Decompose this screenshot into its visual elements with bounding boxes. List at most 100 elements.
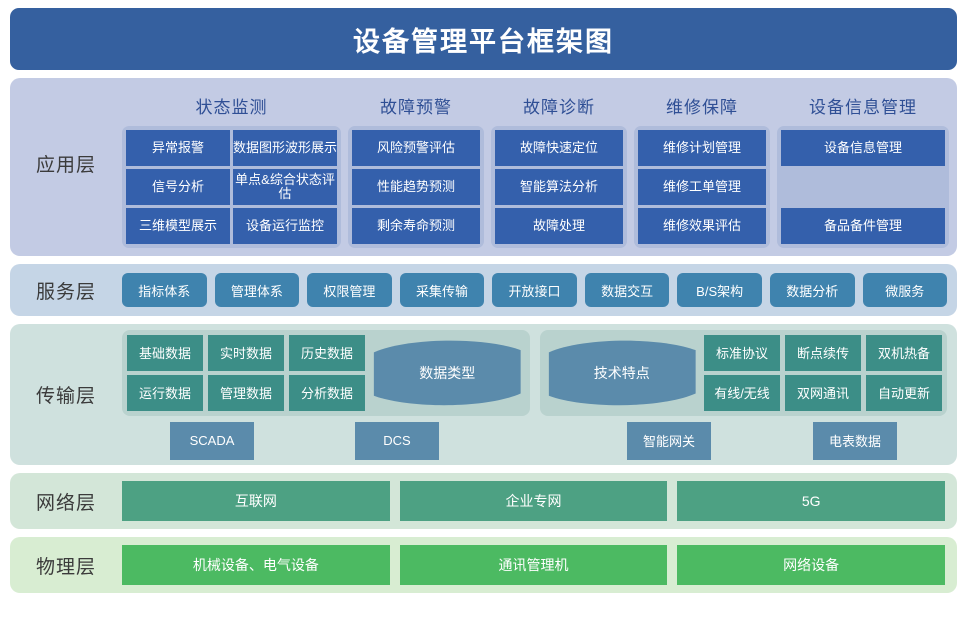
service-item[interactable]: 数据分析	[769, 273, 855, 307]
application-column-group: 设备信息管理备品备件管理	[777, 126, 949, 248]
transmission-item[interactable]: 标准协议	[704, 335, 780, 371]
application-subcolumn: 异常报警信号分析三维模型展示	[126, 130, 230, 244]
application-column: 状态监测异常报警信号分析三维模型展示数据图形波形展示单点&综合状态评估设备运行监…	[122, 84, 341, 248]
application-item[interactable]: 三维模型展示	[126, 208, 230, 244]
transmission-item[interactable]: 实时数据	[208, 335, 284, 371]
transmission-gateway-item[interactable]: 智能网关	[627, 421, 711, 460]
physical-item[interactable]: 通讯管理机	[399, 545, 668, 585]
transmission-gateway-item[interactable]: SCADA	[170, 421, 254, 460]
application-item[interactable]: 维修工单管理	[638, 169, 766, 205]
ribbon-label-data-type: 数据类型	[419, 364, 476, 381]
application-item[interactable]: 智能算法分析	[495, 169, 623, 205]
application-item[interactable]: 故障处理	[495, 208, 623, 244]
application-column: 设备信息管理设备信息管理备品备件管理	[777, 84, 949, 248]
application-column: 故障诊断故障快速定位智能算法分析故障处理	[491, 84, 627, 248]
application-column-header: 故障诊断	[523, 97, 595, 117]
application-column: 故障预警风险预警评估性能趋势预测剩余寿命预测	[348, 84, 484, 248]
application-item[interactable]: 维修计划管理	[638, 130, 766, 166]
ribbon-shape-icon	[548, 340, 696, 406]
application-column-header: 状态监测	[195, 97, 268, 117]
physical-item[interactable]: 机械设备、电气设备	[122, 545, 390, 585]
service-item[interactable]: 开放接口	[492, 273, 577, 307]
service-item[interactable]: 数据交互	[584, 273, 670, 307]
application-item[interactable]: 性能趋势预测	[352, 169, 480, 205]
layer-label-network: 网络层	[35, 492, 96, 514]
physical-items: 机械设备、电气设备通讯管理机网络设备	[122, 545, 946, 585]
layer-physical: 物理层 机械设备、电气设备通讯管理机网络设备	[10, 537, 957, 593]
application-item[interactable]: 信号分析	[126, 169, 230, 205]
transmission-item[interactable]: 分析数据	[289, 374, 365, 411]
application-item[interactable]: 备品备件管理	[781, 208, 945, 244]
application-column-header: 故障预警	[380, 97, 452, 117]
application-item-empty	[781, 169, 945, 205]
service-item[interactable]: 权限管理	[307, 273, 392, 307]
layer-label-application: 应用层	[35, 154, 96, 176]
application-item[interactable]: 设备信息管理	[781, 130, 945, 166]
application-column-group: 异常报警信号分析三维模型展示数据图形波形展示单点&综合状态评估设备运行监控	[122, 126, 341, 248]
application-item[interactable]: 异常报警	[126, 130, 230, 166]
ribbon-label-tech-feature: 技术特点	[593, 364, 650, 381]
service-item[interactable]: 采集传输	[399, 273, 485, 307]
layer-label-transmission: 传输层	[35, 386, 96, 407]
page-title-banner: 设备管理平台框架图	[10, 8, 957, 70]
application-item[interactable]: 维修效果评估	[638, 208, 766, 244]
layer-application: 应用层 状态监测异常报警信号分析三维模型展示数据图形波形展示单点&综合状态评估设…	[10, 78, 957, 256]
network-item[interactable]: 企业专网	[399, 481, 668, 521]
application-subcolumn: 设备信息管理备品备件管理	[781, 130, 945, 244]
transmission-panel-data-types: 基础数据运行数据实时数据管理数据历史数据分析数据 数据类型	[122, 330, 530, 416]
ribbon-data-type: 数据类型	[370, 335, 525, 411]
application-column-header: 设备信息管理	[809, 97, 917, 117]
transmission-gateway-item[interactable]: DCS	[355, 421, 439, 460]
application-item[interactable]: 单点&综合状态评估	[233, 169, 337, 205]
application-subcolumn: 故障快速定位智能算法分析故障处理	[495, 130, 623, 244]
data-type-grid: 基础数据运行数据实时数据管理数据历史数据分析数据	[127, 335, 365, 411]
application-column: 维修保障维修计划管理维修工单管理维修效果评估	[634, 84, 770, 248]
transmission-column: 基础数据运行数据	[127, 335, 203, 411]
transmission-column: 实时数据管理数据	[208, 335, 284, 411]
page-title: 设备管理平台框架图	[353, 26, 614, 57]
layer-label-physical: 物理层	[35, 556, 96, 578]
service-item[interactable]: 微服务	[862, 273, 948, 307]
service-item[interactable]: 指标体系	[122, 273, 207, 307]
application-column-group: 维修计划管理维修工单管理维修效果评估	[634, 126, 770, 248]
transmission-item[interactable]: 双机热备	[866, 335, 942, 371]
service-item[interactable]: B/S架构	[677, 273, 762, 307]
layer-transmission: 传输层 基础数据运行数据实时数据管理数据历史数据分析数据 数据类型	[10, 324, 957, 465]
application-item[interactable]: 剩余寿命预测	[352, 208, 480, 244]
application-subcolumn: 数据图形波形展示单点&综合状态评估设备运行监控	[233, 130, 337, 244]
network-item[interactable]: 5G	[677, 481, 946, 521]
transmission-column: 断点续传双网通讯	[785, 335, 861, 411]
application-item[interactable]: 风险预警评估	[352, 130, 480, 166]
network-item[interactable]: 互联网	[122, 481, 390, 521]
application-subcolumn: 风险预警评估性能趋势预测剩余寿命预测	[352, 130, 480, 244]
transmission-gateways: SCADA DCS 智能网关 电表数据	[122, 421, 947, 460]
transmission-item[interactable]: 双网通讯	[785, 374, 861, 411]
application-column-header: 维修保障	[666, 97, 738, 117]
application-item[interactable]: 数据图形波形展示	[233, 130, 337, 166]
transmission-column: 历史数据分析数据	[289, 335, 365, 411]
transmission-item[interactable]: 断点续传	[785, 335, 861, 371]
application-item[interactable]: 设备运行监控	[233, 208, 337, 244]
transmission-item[interactable]: 运行数据	[127, 374, 203, 411]
transmission-column: 标准协议有线/无线	[704, 335, 780, 411]
ribbon-tech-feature: 技术特点	[545, 335, 700, 411]
transmission-item[interactable]: 历史数据	[289, 335, 365, 371]
application-item[interactable]: 故障快速定位	[495, 130, 623, 166]
transmission-column: 双机热备自动更新	[866, 335, 942, 411]
transmission-gateway-item[interactable]: 电表数据	[813, 421, 897, 460]
transmission-item[interactable]: 管理数据	[208, 374, 284, 411]
application-subcolumn: 维修计划管理维修工单管理维修效果评估	[638, 130, 766, 244]
transmission-item[interactable]: 自动更新	[866, 374, 942, 411]
transmission-panels: 基础数据运行数据实时数据管理数据历史数据分析数据 数据类型 技术特点	[122, 330, 947, 416]
physical-item[interactable]: 网络设备	[677, 545, 946, 585]
transmission-panel-tech-features: 技术特点 标准协议有线/无线断点续传双网通讯双机热备自动更新	[539, 330, 947, 416]
service-item[interactable]: 管理体系	[214, 273, 300, 307]
transmission-item[interactable]: 有线/无线	[704, 374, 780, 411]
transmission-item[interactable]: 基础数据	[127, 335, 203, 371]
ribbon-shape-icon	[373, 340, 521, 406]
tech-feature-grid: 标准协议有线/无线断点续传双网通讯双机热备自动更新	[704, 335, 942, 411]
